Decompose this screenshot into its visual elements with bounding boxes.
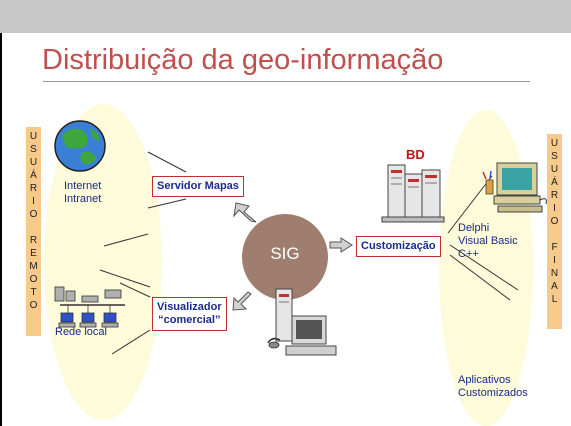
left-border-line (0, 33, 2, 426)
workstation-icon (267, 288, 337, 356)
final-user-label: U S U Á R I O F I N A L (547, 134, 562, 329)
sig-label: SIG (270, 244, 300, 263)
network-icon (54, 286, 125, 328)
slide-title: Distribuição da geo-informação (42, 44, 444, 76)
rede-local-text: Rede local (55, 326, 107, 338)
internet-intranet-text: Internet Intranet (64, 180, 102, 205)
visualizador-box: Visualizador “comercial” (152, 297, 227, 331)
title-underline (43, 81, 530, 82)
server-icon (381, 164, 445, 223)
top-bar (0, 0, 571, 33)
customizacao-box: Customização (356, 236, 441, 257)
aplicativos-text: Aplicativos Customizados (458, 374, 528, 399)
remote-user-label: U S U Á R I O R E M O T O (26, 127, 41, 336)
sig-node (242, 214, 328, 300)
servidor-mapas-box: Servidor Mapas (152, 176, 244, 197)
globe-icon (54, 120, 106, 172)
arrows (232, 202, 353, 311)
connector-lines (99, 151, 519, 355)
desktop-computer-icon (482, 162, 547, 213)
languages-text: Delphi Visual Basic C++ (458, 222, 518, 260)
bd-label: BD (406, 147, 425, 162)
